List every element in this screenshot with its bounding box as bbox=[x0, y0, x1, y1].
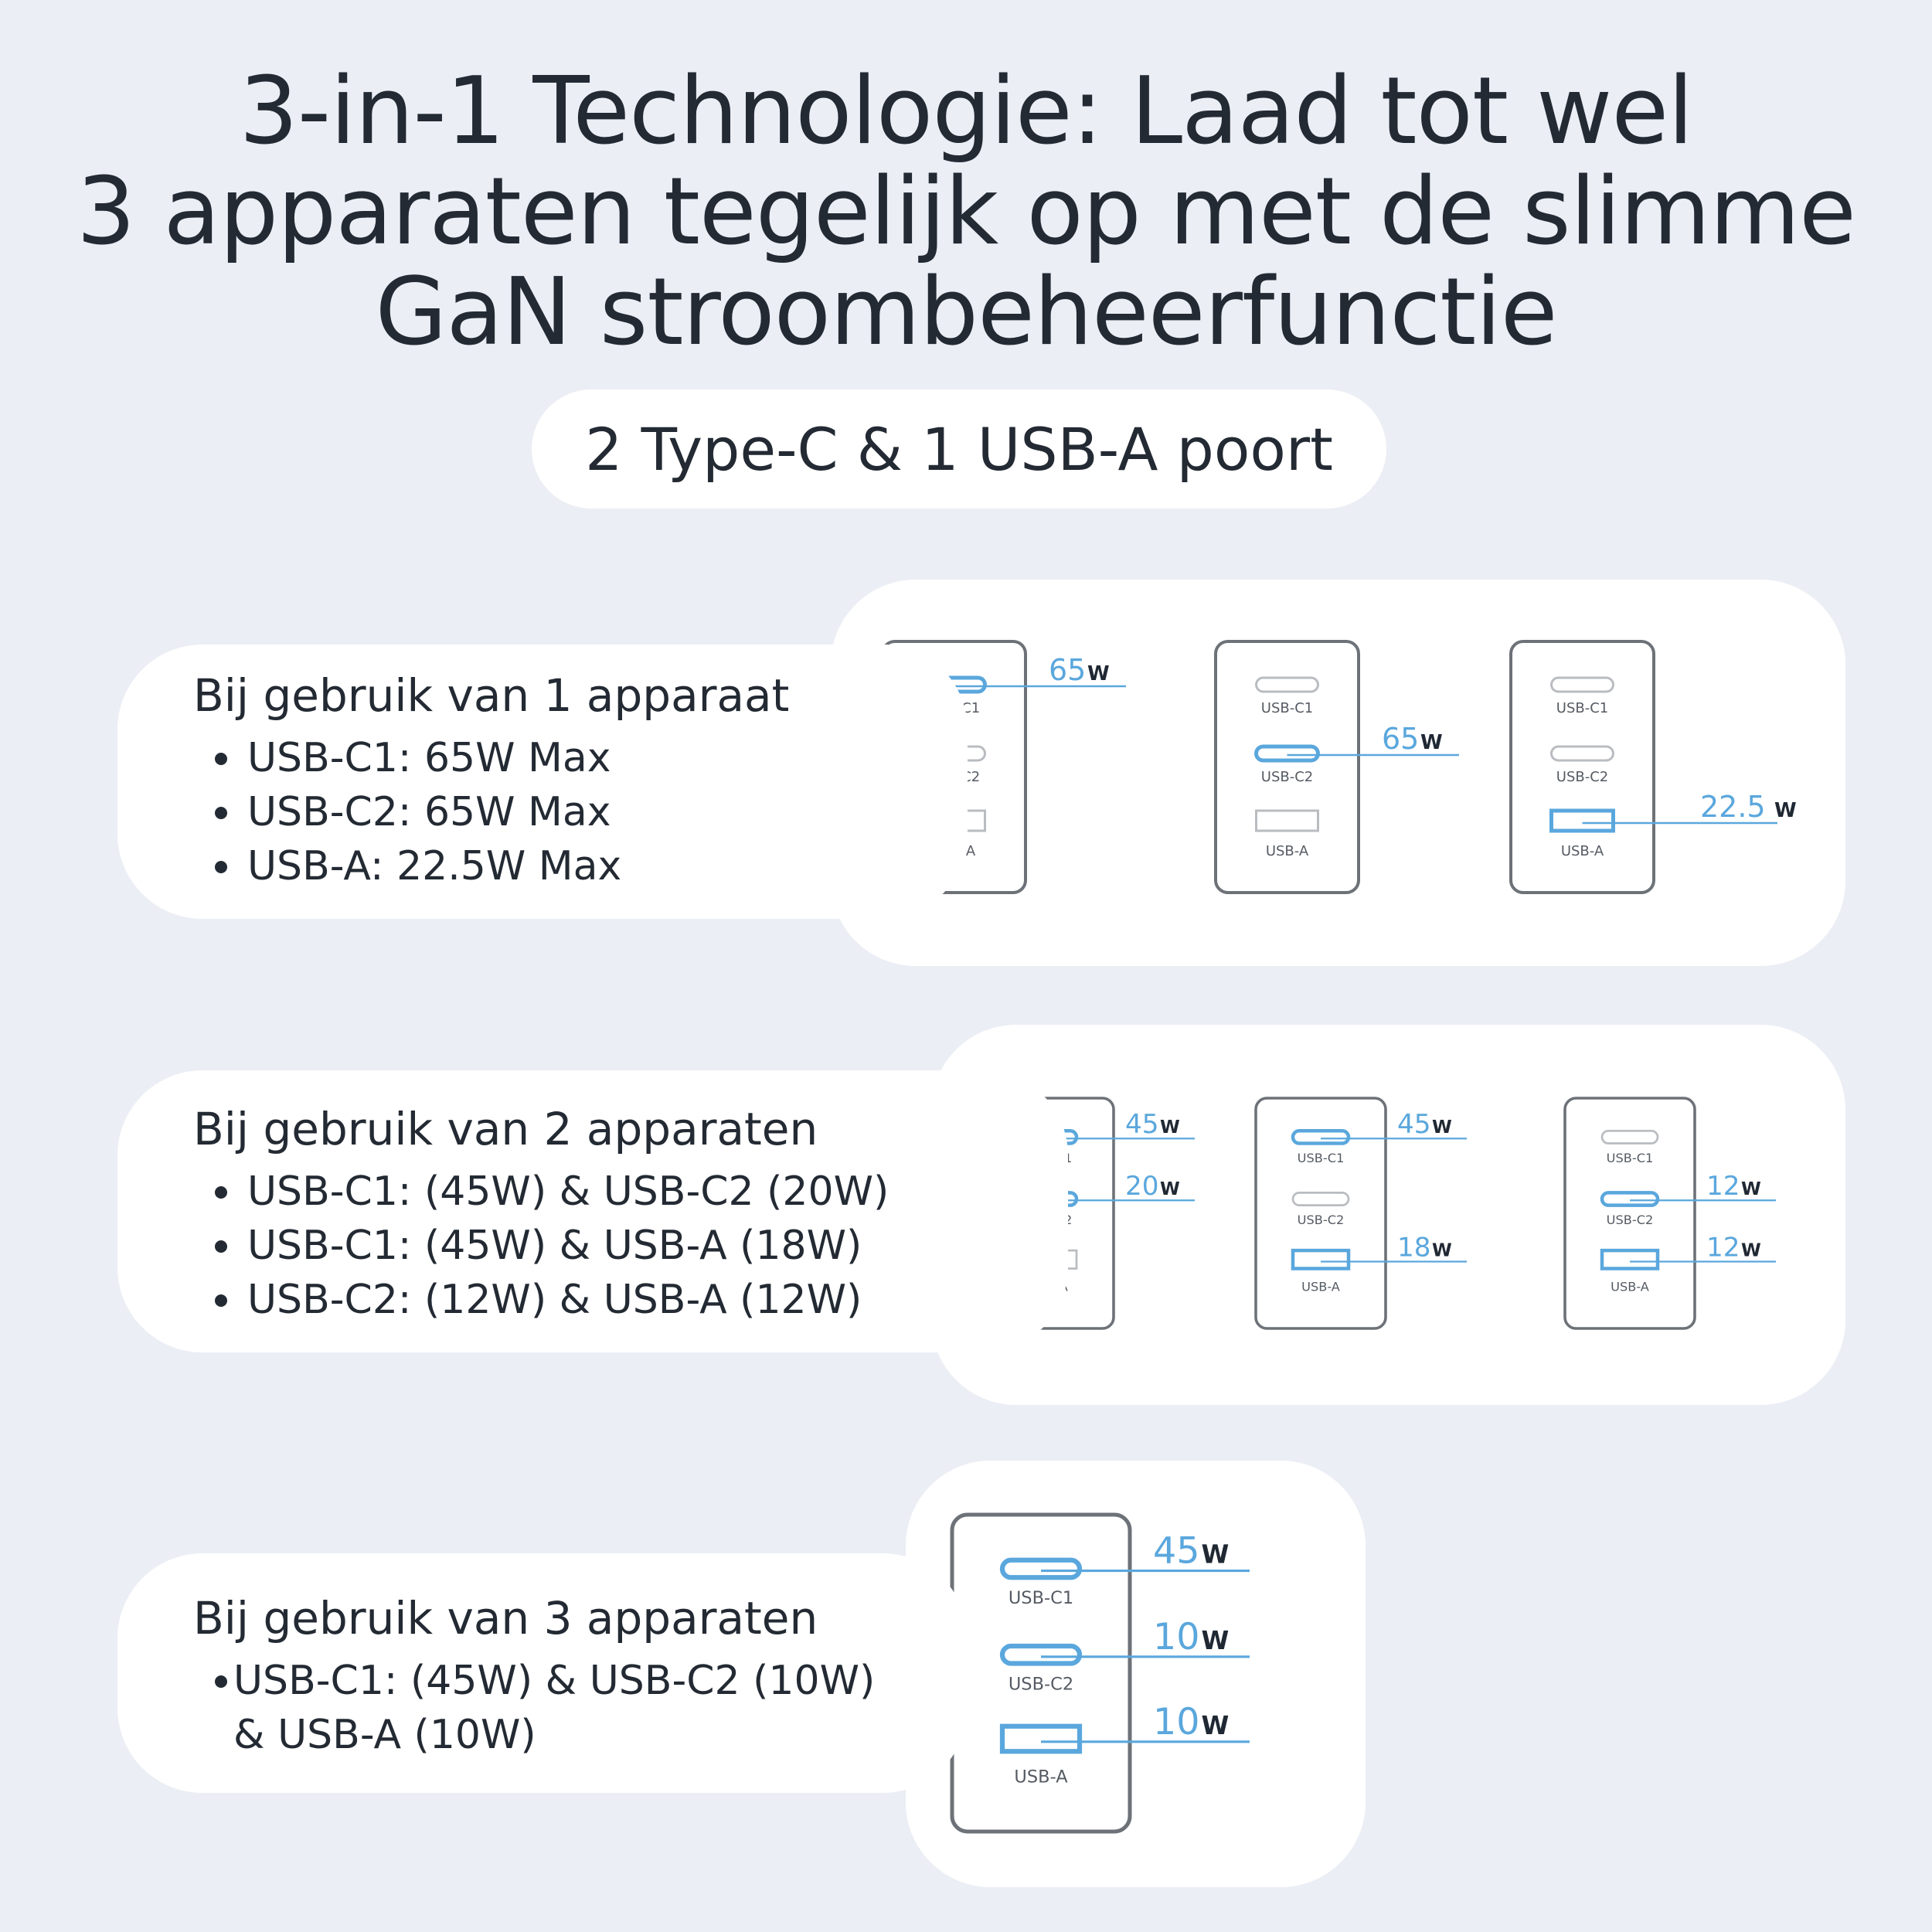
spec-item: USB-C1: (45W) & USB-C2 (10W) bbox=[193, 1654, 968, 1708]
watt-value: 45 bbox=[1397, 1109, 1431, 1140]
port-label: USB-C1 bbox=[1261, 700, 1313, 716]
spec-item: USB-A: 22.5W Max bbox=[193, 839, 968, 893]
port-label: USB-A bbox=[1611, 1279, 1649, 1294]
title-line-3: GaN stroombeheerfunctie bbox=[375, 259, 1557, 366]
watt-value: 12 bbox=[1706, 1232, 1740, 1263]
spec-item: USB-C1: (45W) & USB-C2 (20W) bbox=[193, 1165, 1068, 1219]
info-card-two-devices: Bij gebruik van 2 apparaten USB-C1: (45W… bbox=[117, 1070, 1068, 1352]
usb-a-port-icon bbox=[1549, 808, 1615, 833]
info-card-one-device: Bij gebruik van 1 apparaat USB-C1: 65W M… bbox=[117, 645, 968, 919]
spec-item: USB-C2: (12W) & USB-A (12W) bbox=[193, 1273, 1068, 1327]
usb-a-port-icon bbox=[1291, 1248, 1351, 1270]
watt-value: 45 bbox=[1125, 1109, 1159, 1140]
info-card-three-devices: Bij gebruik van 3 apparaten USB-C1: (45W… bbox=[117, 1553, 968, 1793]
watt-unit: W bbox=[1741, 1178, 1761, 1199]
port-label: USB-A bbox=[1014, 1767, 1068, 1787]
watt-value: 65 bbox=[1382, 722, 1419, 756]
section-heading: Bij gebruik van 1 apparaat bbox=[193, 669, 790, 722]
port-label: USB-C1 bbox=[1607, 1151, 1654, 1165]
spec-item-continued: & USB-A (10W) bbox=[233, 1712, 536, 1758]
title-line-2: 3 apparaten tegelijk op met de slimme bbox=[76, 158, 1856, 266]
usb-c-port-icon bbox=[1291, 1192, 1350, 1206]
watt-unit: W bbox=[1432, 1116, 1452, 1138]
spec-list: USB-C1: 65W Max USB-C2: 65W Max USB-A: 2… bbox=[193, 731, 968, 893]
port-label: USB-A bbox=[1301, 1279, 1340, 1294]
ports-badge-label: 2 Type-C & 1 USB-A poort bbox=[585, 414, 1333, 484]
usb-a-port-icon bbox=[1255, 809, 1319, 832]
usb-a-port-icon bbox=[1600, 1248, 1660, 1270]
section-heading: Bij gebruik van 3 apparaten bbox=[193, 1592, 818, 1645]
charger-body bbox=[1254, 1097, 1387, 1330]
watt-value: 45 bbox=[1153, 1530, 1199, 1573]
charger-body bbox=[1509, 640, 1655, 894]
watt-value: 10 bbox=[1153, 1616, 1199, 1658]
port-label: USB-C2 bbox=[1298, 1213, 1345, 1227]
spec-item: USB-C1: 65W Max bbox=[193, 731, 968, 785]
watt-value: 12 bbox=[1706, 1171, 1740, 1202]
diagram-two-devices: USB-C145WUSB-C220WUSB-AUSB-C145WUSB-C2US… bbox=[982, 1097, 1776, 1330]
watt-unit: W bbox=[1202, 1711, 1230, 1740]
watt-unit: W bbox=[1160, 1178, 1180, 1199]
section-heading: Bij gebruik van 2 apparaten bbox=[193, 1103, 818, 1155]
usb-c-port-icon bbox=[1291, 1129, 1351, 1145]
usb-c-port-icon bbox=[1255, 676, 1319, 693]
usb-c-port-icon bbox=[1254, 744, 1320, 763]
watt-unit: W bbox=[1420, 731, 1443, 754]
watt-unit: W bbox=[1160, 1116, 1180, 1138]
usb-c-port-icon bbox=[1550, 676, 1614, 693]
usb-c-port-icon bbox=[1600, 1129, 1659, 1145]
spec-item: USB-C1: (45W) & USB-A (18W) bbox=[193, 1219, 1068, 1273]
port-label: USB-A bbox=[1561, 843, 1604, 859]
diagram-one-device: USB-C165WUSB-C2USB-AUSB-C1USB-C265WUSB-A… bbox=[881, 640, 1797, 894]
port-label: USB-C2 bbox=[1009, 1674, 1073, 1694]
ports-badge: 2 Type-C & 1 USB-A poort bbox=[532, 389, 1386, 509]
watt-value: 18 bbox=[1397, 1232, 1431, 1263]
spec-list: USB-C1: (45W) & USB-C2 (10W) & USB-A (10… bbox=[193, 1654, 968, 1762]
port-label: USB-C1 bbox=[1298, 1151, 1345, 1165]
port-label: USB-C2 bbox=[1261, 769, 1313, 785]
diagram-card-one-device: USB-C165WUSB-C2USB-AUSB-C1USB-C265WUSB-A… bbox=[831, 580, 1845, 966]
watt-unit: W bbox=[1087, 662, 1110, 685]
watt-value: 20 bbox=[1125, 1171, 1159, 1202]
charger-body bbox=[1563, 1097, 1696, 1330]
usb-c-port-icon bbox=[1550, 745, 1614, 762]
page-title: 3-in-1 Technologie: Laad tot wel 3 appar… bbox=[0, 62, 1932, 363]
watt-value: 10 bbox=[1153, 1701, 1199, 1743]
watt-unit: W bbox=[1202, 1540, 1230, 1570]
usb-c-port-icon bbox=[1600, 1191, 1660, 1207]
watt-unit: W bbox=[1774, 799, 1797, 822]
port-label: USB-C1 bbox=[1556, 700, 1608, 716]
spec-item: USB-C2: 65W Max bbox=[193, 785, 968, 839]
spec-list: USB-C1: (45W) & USB-C2 (20W) USB-C1: (45… bbox=[193, 1165, 1068, 1327]
port-label: USB-C1 bbox=[1009, 1588, 1073, 1608]
watt-unit: W bbox=[1202, 1626, 1230, 1655]
usb-c-port-icon bbox=[999, 1557, 1083, 1580]
port-label: USB-C2 bbox=[1556, 769, 1608, 785]
watt-unit: W bbox=[1741, 1239, 1761, 1260]
title-line-1: 3-in-1 Technologie: Laad tot wel bbox=[239, 58, 1694, 165]
watt-unit: W bbox=[1432, 1239, 1452, 1260]
port-label: USB-C2 bbox=[1607, 1213, 1654, 1227]
usb-a-port-icon bbox=[999, 1723, 1083, 1754]
diagram-card-two-devices: USB-C145WUSB-C220WUSB-AUSB-C145WUSB-C2US… bbox=[931, 1025, 1845, 1405]
port-label: USB-A bbox=[1266, 843, 1309, 859]
watt-value: 65 bbox=[1049, 653, 1086, 687]
charger-body bbox=[1214, 640, 1360, 894]
watt-value: 22.5 bbox=[1700, 790, 1766, 824]
usb-c-port-icon bbox=[999, 1643, 1083, 1666]
